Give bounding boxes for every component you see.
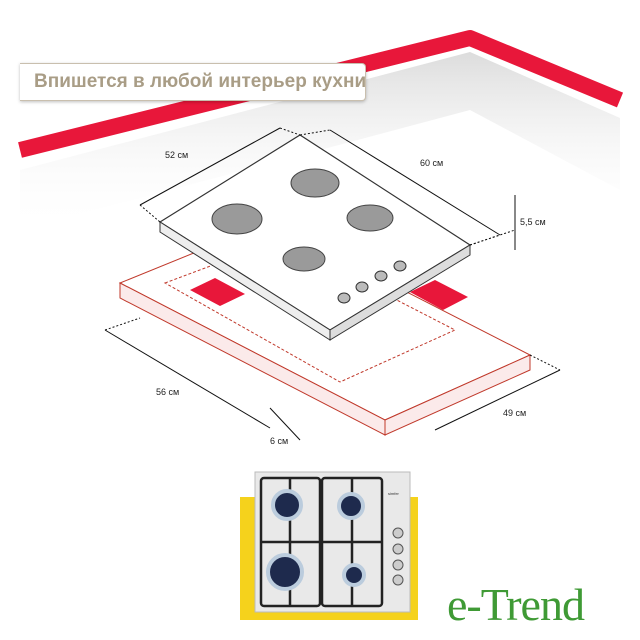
gas-burner	[342, 563, 366, 587]
dimension-lines	[104, 127, 561, 441]
knobs	[337, 260, 407, 304]
burner	[211, 203, 263, 235]
red-band	[18, 30, 624, 158]
band-shadow	[20, 52, 620, 230]
burner	[346, 204, 394, 232]
gas-burner	[266, 553, 304, 591]
dim-hob-width: 60 см	[420, 158, 444, 168]
burner	[290, 168, 340, 198]
product-photo: simfer	[254, 471, 411, 613]
dim-hob-depth: 52 см	[165, 150, 189, 160]
burner	[282, 246, 326, 272]
dim-cutout-depth: 49 см	[503, 408, 527, 418]
dim-cutout-width: 56 см	[156, 387, 180, 397]
gas-burner	[337, 492, 365, 520]
headline-banner: Впишется в любой интерьер кухни	[20, 63, 366, 101]
product-brand-label: simfer	[388, 491, 400, 496]
dim-hob-height: 5,5 см	[520, 217, 546, 227]
etrend-logo: e-Trend	[447, 579, 585, 630]
gas-burner	[271, 489, 303, 521]
headline: Впишется в любой интерьер кухни	[34, 71, 367, 92]
dim-countertop-gap: 6 см	[270, 436, 289, 446]
